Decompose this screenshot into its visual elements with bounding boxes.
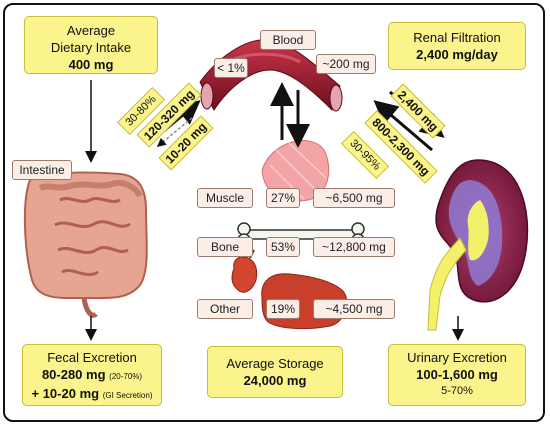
storage-amount: ~6,500 mg	[313, 188, 395, 208]
storage-name: Other	[197, 299, 253, 319]
renal-filtration-title: Renal Filtration	[413, 30, 501, 45]
storage-percent: 19%	[266, 299, 300, 319]
urinary-excretion-note: 5-70%	[441, 385, 473, 397]
fecal-excretion-title: Fecal Excretion	[47, 350, 137, 365]
diagram-frame	[3, 3, 545, 422]
renal-filtration-box: Renal Filtration 2,400 mg/day	[388, 22, 526, 70]
blood-amount-tag: ~200 mg	[316, 54, 376, 74]
fecal-excretion-value: 80-280 mg	[41, 367, 106, 382]
blood-vessel-illustration	[199, 39, 343, 112]
fecal-excretion-note: (20-70%)	[109, 372, 143, 381]
dietary-intake-box: Average Dietary Intake 400 mg	[24, 16, 158, 74]
blood-percent-tag: < 1%	[214, 58, 248, 78]
average-storage-box: Average Storage 24,000 mg	[207, 346, 343, 398]
intestine-illustration	[23, 171, 148, 318]
average-storage-value: 24,000 mg	[243, 373, 307, 388]
storage-percent: 27%	[266, 188, 300, 208]
storage-name: Muscle	[197, 188, 253, 208]
average-storage-title: Average Storage	[226, 356, 324, 371]
urinary-excretion-title: Urinary Excretion	[407, 350, 507, 365]
renal-filtration-value: 2,400 mg/day	[416, 47, 498, 62]
intestine-label: Intestine	[12, 160, 72, 180]
urinary-excretion-box: Urinary Excretion 100-1,600 mg 5-70%	[388, 344, 526, 406]
dietary-intake-title: Average Dietary Intake	[50, 23, 132, 55]
fecal-excretion-box: Fecal Excretion 80-280 mg (20-70%) + 10-…	[22, 344, 162, 406]
blood-label: Blood	[260, 30, 316, 50]
storage-name: Bone	[197, 237, 253, 257]
kidney-illustration	[427, 159, 529, 331]
gi-secretion-note: (GI Secretion)	[102, 391, 153, 400]
storage-amount: ~12,800 mg	[313, 237, 395, 257]
dietary-intake-value: 400 mg	[68, 57, 114, 72]
urinary-excretion-value: 100-1,600 mg	[416, 367, 498, 382]
storage-percent: 53%	[266, 237, 300, 257]
gi-secretion-value: + 10-20 mg	[31, 386, 100, 401]
storage-amount: ~4,500 mg	[313, 299, 395, 319]
